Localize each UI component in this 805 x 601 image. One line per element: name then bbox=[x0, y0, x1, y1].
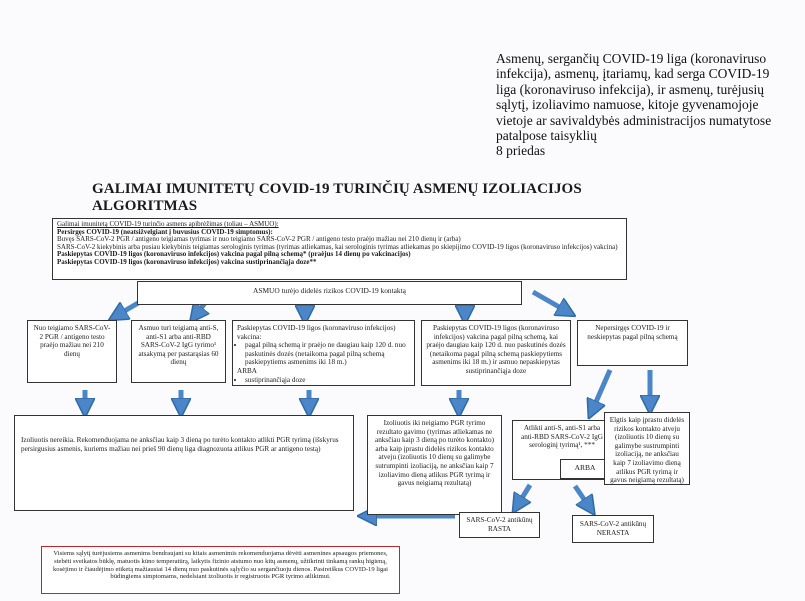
or-tag: ARBA bbox=[560, 459, 610, 479]
diagram-title: GALIMAI IMUNITETŲ COVID-19 TURINČIŲ ASME… bbox=[92, 181, 582, 214]
definition-line: Paskiepytas COVID-19 ligos (koronaviruso… bbox=[57, 257, 317, 266]
result-standard-contact: Elgtis kaip įprastu didelės rizikos kont… bbox=[604, 412, 690, 485]
definition-heading: Galimai imunitetą COVID-19 turinčio asme… bbox=[57, 220, 279, 228]
arrow-r3-negative bbox=[572, 484, 590, 508]
appendix-number: 8 priedas bbox=[496, 143, 546, 159]
case-box-vaccinated-old: Paskiepytas COVID-19 ligos (koronaviruso… bbox=[421, 320, 571, 386]
contact-box: ASMUO turėjo didelės rizikos COVID-19 ko… bbox=[137, 281, 522, 305]
antibodies-not-found-box: SARS-CoV-2 antikūnų NERASTA bbox=[572, 515, 654, 543]
definition-line: Persirgęs COVID-19 (neatsižvelgiant į bu… bbox=[57, 227, 273, 236]
header-line: infekcija), asmenų, įtariamų, kad serga … bbox=[496, 66, 770, 82]
definition-line: Paskiepytas COVID-19 ligos (koronaviruso… bbox=[57, 250, 411, 259]
header-line: Asmenų, sergančių COVID-19 liga (koronav… bbox=[496, 51, 767, 66]
result-no-isolation: Izoliuotis nereikia. Rekomenduojama ne a… bbox=[14, 415, 354, 511]
header-note: Asmenų, sergančių COVID-19 liga (koronav… bbox=[496, 51, 801, 159]
header-line: vietoje ar savivaldybės administracijos … bbox=[496, 112, 772, 128]
definition-line: Buvęs SARS-CoV-2 PGR / antigeno teigiama… bbox=[57, 235, 461, 244]
result-isolate-until-pcr: Izoliuotis iki neigiamo PGR tyrimo rezul… bbox=[367, 415, 502, 515]
header-line: sąlytį, izoliavimo namuose, kitoje gyven… bbox=[496, 97, 759, 113]
case-bullet: sustiprinančiąja doze bbox=[245, 376, 410, 385]
case-box-antibodies: Asmuo turi teigiamą anti-S, anti-S1 arba… bbox=[131, 320, 226, 383]
case-heading: Paskiepytas COVID-19 ligos (koronaviruso… bbox=[237, 324, 396, 341]
arrow-contact-to-c5 bbox=[531, 289, 568, 312]
case-box-vaccinated-recent: Paskiepytas COVID-19 ligos (koronaviruso… bbox=[232, 320, 415, 386]
header-line: patalpose taisyklių bbox=[496, 128, 597, 144]
case-bullet: pagal pilną schemą ir praėjo ne daugiau … bbox=[245, 341, 410, 367]
case-or: ARBA bbox=[237, 366, 257, 375]
case-box-not-immune: Nepersirgęs COVID-19 ir neskiepytas paga… bbox=[577, 320, 688, 366]
arrow-r3-positive bbox=[517, 483, 533, 506]
arrow-contact-to-c2 bbox=[195, 303, 205, 316]
general-advice-box: Visiems sąlytį turėjusiems asmenims bend… bbox=[41, 546, 400, 594]
case-box-recovered: Nuo teigiamo SARS-CoV-2 PGR / antigeno t… bbox=[27, 320, 117, 383]
arrow-c5-left bbox=[592, 368, 613, 411]
definition-box: Galimai imunitetą COVID-19 turinčio asme… bbox=[52, 218, 627, 280]
antibodies-found-box: SARS-CoV-2 antikūnų RASTA bbox=[459, 512, 540, 538]
definition-line: SARS-CoV-2 kiekybinis arba pusiau kiekyb… bbox=[57, 242, 618, 251]
header-line: liga (koronaviruso infekcija), ir asmenų… bbox=[496, 81, 765, 97]
